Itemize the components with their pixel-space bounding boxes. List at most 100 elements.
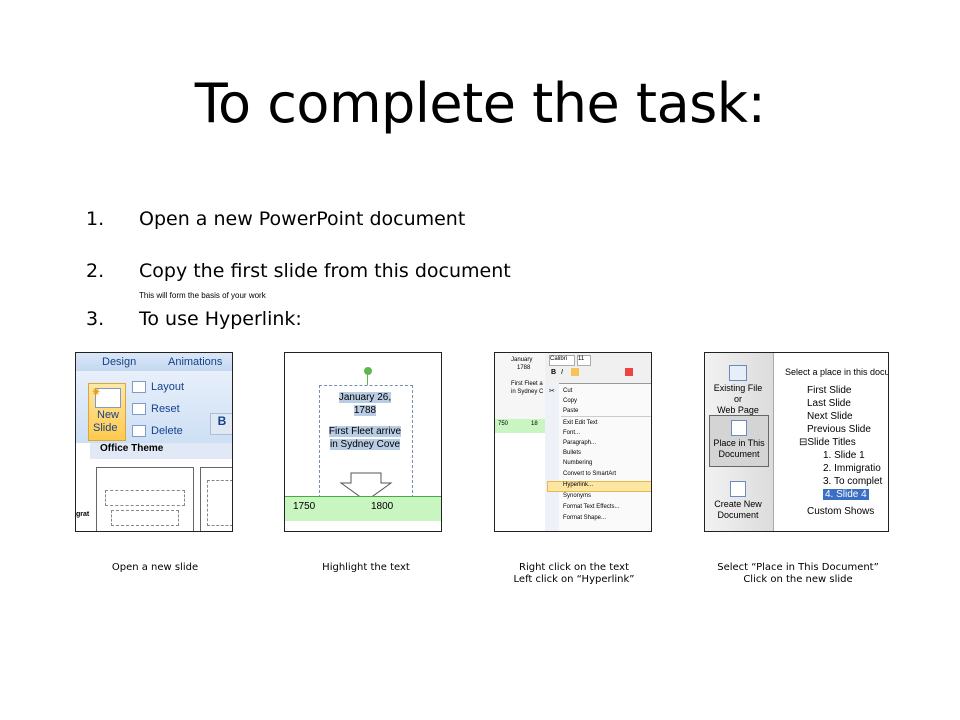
tree-item[interactable]: Custom Shows bbox=[807, 506, 875, 517]
rotate-line bbox=[367, 375, 368, 385]
menu-item-paste[interactable]: Paste bbox=[563, 408, 579, 414]
selected-text[interactable]: January 26, 1788 First Fleet arrive in S… bbox=[319, 391, 411, 451]
menu-item-hyperlink[interactable]: Hyperlink... bbox=[563, 482, 594, 488]
reset-icon bbox=[132, 403, 146, 415]
place-in-document-button[interactable]: Place in This Document bbox=[709, 415, 769, 467]
menu-item-hyperlink-highlight bbox=[547, 481, 651, 492]
italic-button[interactable]: I bbox=[561, 369, 563, 376]
year-label: 18 bbox=[531, 421, 538, 427]
create-label-2: Document bbox=[717, 510, 759, 520]
existing-file-label-2: Web Page bbox=[717, 405, 759, 415]
timeline-band bbox=[285, 496, 441, 521]
snippet-event: First Fleet a bbox=[511, 381, 543, 387]
placeholder bbox=[207, 480, 232, 526]
event-line-1: First Fleet arrive bbox=[328, 426, 402, 437]
menu-item-copy[interactable]: Copy bbox=[563, 398, 578, 404]
layout-button[interactable]: Layout bbox=[151, 381, 185, 393]
step-text: Open a new PowerPoint document bbox=[139, 208, 466, 230]
layout-icon bbox=[132, 381, 146, 393]
new-slide-label-1: New bbox=[97, 409, 120, 421]
sparkle-icon: ✷ bbox=[91, 385, 102, 399]
caption-4: Select “Place in This Document” Click on… bbox=[700, 562, 896, 586]
gallery-heading: Office Theme bbox=[90, 443, 232, 459]
menu-item-format-shape[interactable]: Format Shape... bbox=[563, 515, 607, 521]
office-theme-label: Office Theme bbox=[100, 443, 164, 454]
step-note: This will form the basis of your work bbox=[139, 291, 266, 300]
caption-3-line-1: Right click on the text bbox=[519, 562, 629, 573]
new-slide-button[interactable]: ✷ New Slide bbox=[88, 383, 126, 441]
arrow-down-icon bbox=[339, 472, 393, 502]
document-icon bbox=[731, 420, 747, 436]
tree-item[interactable]: Previous Slide bbox=[807, 424, 871, 435]
caption-4-line-2: Click on the new slide bbox=[743, 574, 853, 585]
bold-button[interactable]: B bbox=[210, 413, 232, 435]
date-line-2: 1788 bbox=[353, 405, 377, 416]
context-menu-items: ✂ Cut Copy Paste Exit Edit Text Font... … bbox=[545, 383, 651, 531]
caption-1: Open a new slide bbox=[75, 562, 235, 574]
globe-icon bbox=[729, 365, 747, 381]
slide-snippet: January 1788 First Fleet a in Sydney C bbox=[495, 353, 545, 419]
menu-item-smartart[interactable]: Convert to SmartArt bbox=[563, 471, 617, 477]
caption-3: Right click on the text Left click on “H… bbox=[494, 562, 654, 586]
existing-file-label-1: Existing File or bbox=[713, 383, 763, 404]
tree-item[interactable]: Next Slide bbox=[807, 411, 853, 422]
tab-animations[interactable]: Animations bbox=[168, 356, 223, 368]
align-center-icon[interactable] bbox=[571, 368, 579, 376]
menu-item-synonyms[interactable]: Synonyms bbox=[563, 493, 592, 499]
reset-button[interactable]: Reset bbox=[151, 403, 180, 415]
date-line-1: January 26, bbox=[338, 392, 392, 403]
event-line-2: in Sydney Cove bbox=[329, 439, 401, 450]
partial-text: grat bbox=[76, 511, 90, 518]
placeholder bbox=[111, 510, 179, 526]
context-menu bbox=[545, 383, 651, 531]
menu-item-text-effects[interactable]: Format Text Effects... bbox=[563, 504, 620, 510]
tree-item-selected[interactable]: 4. Slide 4 bbox=[823, 489, 869, 500]
tab-design[interactable]: Design bbox=[102, 356, 137, 368]
placeholder bbox=[105, 490, 185, 506]
slide-title: To complete the task: bbox=[194, 72, 766, 135]
layout-thumb-1[interactable] bbox=[96, 467, 194, 531]
delete-button[interactable]: Delete bbox=[151, 425, 183, 437]
snippet-year: 1788 bbox=[517, 365, 531, 371]
place-tree-panel: Select a place in this docu First Slide … bbox=[775, 353, 889, 531]
menu-separator bbox=[561, 416, 651, 417]
caption-1-line: Open a new slide bbox=[111, 562, 199, 573]
existing-file-button[interactable]: Existing File or Web Page bbox=[709, 365, 767, 416]
tree-item[interactable]: Last Slide bbox=[807, 398, 851, 409]
new-document-icon bbox=[730, 481, 746, 497]
font-color-icon[interactable] bbox=[625, 368, 633, 376]
caption-2-line: Highlight the text bbox=[322, 562, 410, 573]
tree-header: Select a place in this docu bbox=[785, 367, 889, 377]
create-new-button[interactable]: Create New Document bbox=[709, 481, 767, 521]
snippet-title: January bbox=[511, 357, 533, 363]
new-slide-label-2: Slide bbox=[93, 422, 118, 434]
tree-item[interactable]: 1. Slide 1 bbox=[823, 450, 865, 461]
menu-gutter bbox=[545, 383, 559, 531]
place-label-1: Place in This bbox=[713, 438, 765, 448]
tree-item[interactable]: First Slide bbox=[807, 385, 852, 396]
bold-button[interactable]: B bbox=[551, 369, 557, 376]
menu-item-numbering[interactable]: Numbering bbox=[563, 460, 593, 466]
create-label-1: Create New bbox=[714, 499, 762, 509]
caption-3-line-2: Left click on “Hyperlink” bbox=[513, 574, 635, 585]
delete-icon bbox=[132, 425, 146, 437]
size-select[interactable]: 11 bbox=[577, 355, 591, 366]
screenshot-context-menu: January 1788 First Fleet a in Sydney C 7… bbox=[494, 352, 652, 532]
tree-item[interactable]: 2. Immigratio bbox=[823, 463, 881, 474]
tree-item[interactable]: 3. To complet bbox=[823, 476, 883, 487]
ribbon-tabs bbox=[76, 353, 232, 371]
layout-thumb-2[interactable] bbox=[200, 467, 232, 531]
menu-item-exit-edit[interactable]: Exit Edit Text bbox=[563, 420, 598, 426]
year-label-2: 1800 bbox=[371, 501, 394, 512]
mini-toolbar: Calibri 11 B I bbox=[545, 353, 651, 384]
font-select[interactable]: Calibri bbox=[549, 355, 575, 366]
menu-item-cut[interactable]: Cut bbox=[563, 388, 573, 394]
menu-item-paragraph[interactable]: Paragraph... bbox=[563, 440, 597, 446]
tree-item[interactable]: ⊟Slide Titles bbox=[799, 437, 856, 448]
cut-icon: ✂ bbox=[549, 388, 555, 395]
step-number: 2. bbox=[86, 260, 105, 282]
rotate-handle[interactable] bbox=[364, 367, 372, 375]
menu-item-font[interactable]: Font... bbox=[563, 430, 581, 436]
menu-item-bullets[interactable]: Bullets bbox=[563, 450, 582, 456]
link-to-panel: Existing File or Web Page Place in This … bbox=[705, 353, 774, 531]
